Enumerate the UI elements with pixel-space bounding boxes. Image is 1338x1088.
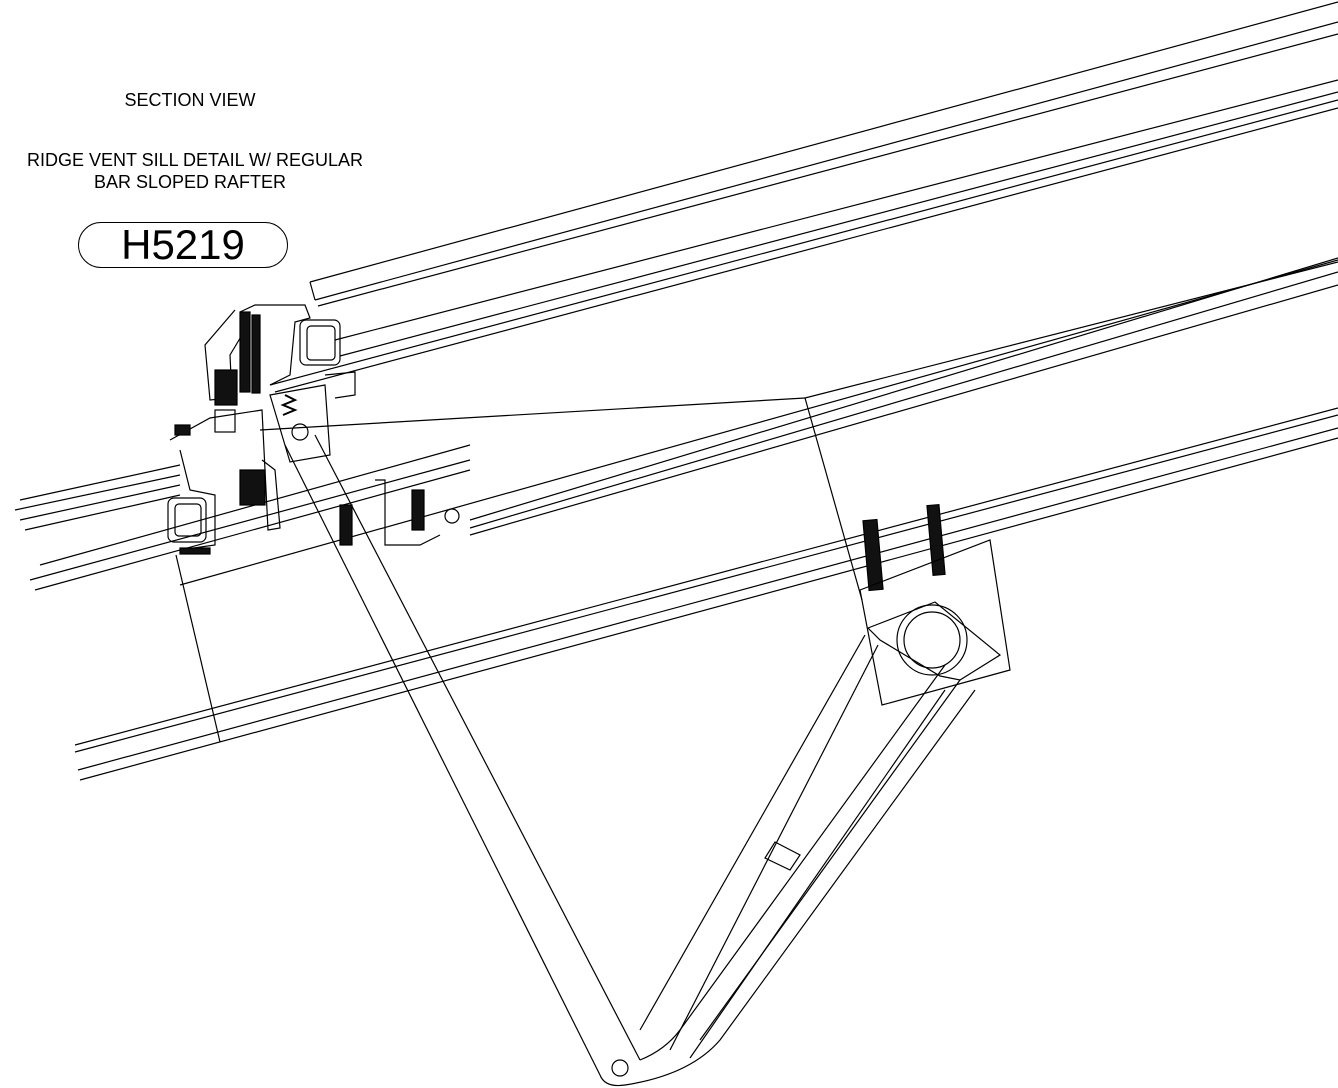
sill-frame-profile	[167, 304, 460, 551]
section-view-label: SECTION VIEW	[124, 90, 256, 110]
gasket-blocks	[174, 369, 266, 555]
screws	[239, 311, 946, 592]
support-arm	[639, 601, 1002, 1059]
rafter-lines	[14, 257, 1338, 591]
detail-description-line-2: BAR SLOPED RAFTER	[93, 172, 287, 192]
detail-description-line-1: RIDGE VENT SILL DETAIL W/ REGULAR	[26, 150, 364, 170]
detail-number-tag: H5219	[78, 222, 288, 268]
upper-glazing-lines	[269, 1, 1338, 393]
lower-rafter-lines	[74, 397, 1338, 781]
bracket-plates	[269, 384, 1011, 706]
